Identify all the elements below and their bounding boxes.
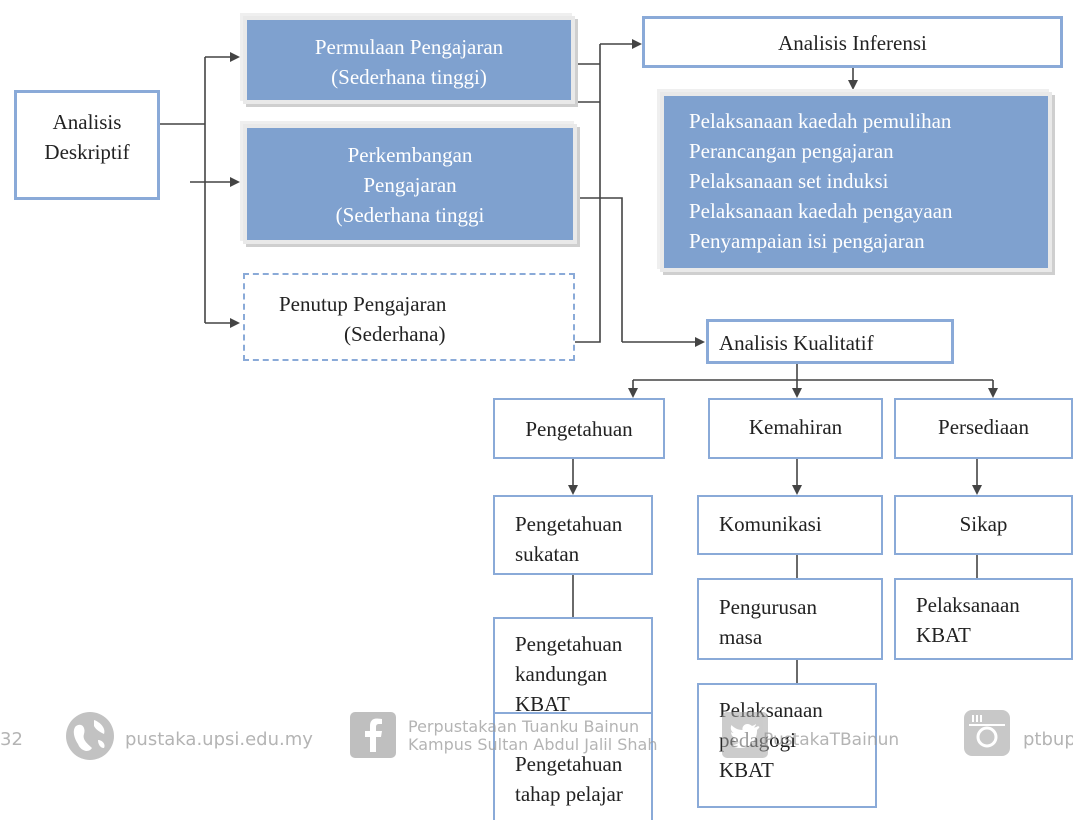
knowledge-item-line: kandungan	[515, 662, 608, 686]
watermark-site: pustaka.upsi.edu.my	[125, 729, 313, 750]
node-development: Perkembangan Pengajaran (Sederhana tingg…	[243, 124, 577, 244]
knowledge-item-content: Pengetahuan kandungan KBAT	[493, 617, 653, 727]
node-development-line1: Perkembangan	[347, 143, 473, 167]
node-development-line3: (Sederhana tinggi	[335, 203, 485, 227]
node-preparation: Persediaan	[894, 398, 1073, 459]
knowledge-item-line: Pengetahuan	[515, 632, 623, 656]
node-closing-line2: (Sederhana)	[344, 322, 446, 346]
inferential-item: Pelaksanaan set induksi	[689, 169, 889, 193]
watermark-library-line2: Kampus Sultan Abdul Jalil Shah	[408, 735, 658, 754]
node-opening-line2: (Sederhana tinggi)	[331, 65, 487, 89]
instagram-icon	[964, 710, 1010, 756]
knowledge-item-line: Pengetahuan	[515, 752, 623, 776]
node-skills: Kemahiran	[708, 398, 883, 459]
node-opening: Permulaan Pengajaran (Sederhana tinggi)	[243, 16, 575, 104]
facebook-icon	[350, 712, 396, 758]
node-qualitative: Analisis Kualitatif	[706, 319, 954, 364]
inferential-item: Penyampaian isi pengajaran	[689, 229, 925, 253]
node-knowledge: Pengetahuan	[493, 398, 665, 459]
node-opening-line1: Permulaan Pengajaran	[314, 35, 504, 59]
watermark-twitter: PustakaTBainun	[763, 730, 900, 750]
knowledge-item-line: Pengetahuan	[515, 512, 623, 536]
skills-item-line: masa	[719, 625, 763, 649]
node-preparation-label: Persediaan	[938, 415, 1029, 439]
knowledge-item-syllabus: Pengetahuan sukatan	[493, 495, 653, 575]
knowledge-item-student-level: Pengetahuan tahap pelajar	[493, 712, 653, 820]
preparation-item-line: KBAT	[916, 623, 971, 647]
watermark-page-number: 32	[0, 729, 23, 750]
preparation-item-line: Pelaksanaan	[916, 593, 1020, 617]
node-qualitative-label: Analisis Kualitatif	[719, 331, 874, 355]
inferential-item: Perancangan pengajaran	[689, 139, 894, 163]
node-descriptive-line1: Analisis	[52, 110, 122, 134]
skills-item-time-management: Pengurusan masa	[697, 578, 883, 660]
preparation-item-line: Sikap	[959, 512, 1008, 536]
node-skills-label: Kemahiran	[748, 415, 843, 439]
watermark-library-line1: Perpustakaan Tuanku Bainun	[408, 717, 640, 736]
watermark-library: Perpustakaan Tuanku Bainun Kampus Sultan…	[408, 718, 657, 754]
node-closing: Penutup Pengajaran (Sederhana)	[243, 273, 575, 361]
inferential-items-panel: Pelaksanaan kaedah pemulihan Perancangan…	[660, 92, 1052, 272]
knowledge-item-line: sukatan	[515, 542, 580, 566]
preparation-item-attitude: Sikap	[894, 495, 1073, 555]
preparation-item-kbat: Pelaksanaan KBAT	[894, 578, 1073, 660]
node-development-line2: Pengajaran	[363, 173, 457, 197]
watermark-instagram: ptbup	[1023, 729, 1073, 750]
node-inferential: Analisis Inferensi	[642, 16, 1063, 68]
globe-icon	[64, 710, 116, 762]
node-descriptive: Analisis Deskriptif	[14, 90, 160, 200]
knowledge-item-line: tahap pelajar	[515, 782, 623, 806]
inferential-item: Pelaksanaan kaedah pemulihan	[689, 109, 952, 133]
skills-item-line: Pengurusan	[719, 595, 817, 619]
node-descriptive-line2: Deskriptif	[44, 140, 130, 164]
skills-item-communication: Komunikasi	[697, 495, 883, 555]
node-inferential-label: Analisis Inferensi	[778, 31, 927, 55]
skills-item-line: Komunikasi	[719, 512, 822, 536]
skills-item-line: KBAT	[719, 758, 774, 782]
inferential-item: Pelaksanaan kaedah pengayaan	[689, 199, 953, 223]
twitter-icon	[722, 712, 768, 758]
node-closing-line1: Penutup Pengajaran	[279, 292, 447, 316]
node-knowledge-label: Pengetahuan	[525, 417, 633, 441]
